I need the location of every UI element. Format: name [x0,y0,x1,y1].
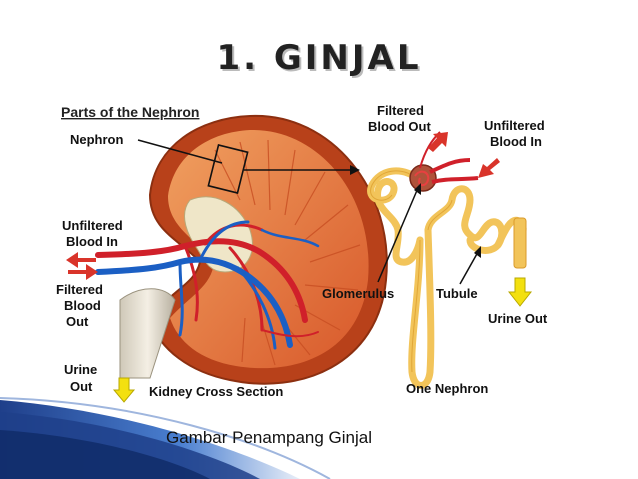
filtered-blood-out-arrow-icon [428,132,448,152]
decorative-swoosh [0,397,331,479]
unfiltered-blood-in-arrow-icon [478,158,500,178]
nephron-pointer-line [137,139,223,164]
label-unfiltered-left-1: Unfiltered [62,218,123,233]
label-unfiltered-left-2: Blood In [66,234,118,249]
label-urine-left-1: Urine [64,362,97,377]
label-unfiltered-right-1: Unfiltered [484,118,545,133]
label-tubule: Tubule [436,286,478,301]
label-unfiltered-right-2: Blood In [490,134,542,149]
nephron-illustration [367,131,527,389]
urine-out-arrow-left-icon [112,377,136,403]
urine-out-arrow-right-icon [507,277,533,307]
label-nephron: Nephron [70,132,124,147]
label-filtered-left-1: Filtered [56,282,103,297]
tubule-pointer-line [459,251,479,285]
diagram-heading: Parts of the Nephron [61,104,199,120]
blood-in-arrow-icon [68,264,98,280]
slide-title: 1. GINJAL [216,38,422,78]
label-filtered-left-3: Out [66,314,89,329]
slide-caption: Gambar Penampang Ginjal [166,428,373,447]
label-urine-left-2: Out [70,379,93,394]
blood-out-arrow-icon [66,252,96,268]
label-one-nephron: One Nephron [406,381,488,396]
label-kidney-cross-section: Kidney Cross Section [149,384,283,399]
label-filtered-right-1: Filtered [377,103,424,118]
label-filtered-right-2: Blood Out [368,119,431,134]
tubule-pointer-arrow-icon [474,246,481,258]
glomerulus-pointer-line [377,187,419,283]
label-glomerulus: Glomerulus [322,286,394,301]
glomerulus-pointer-arrow-icon [414,183,421,195]
zoom-pointer-arrow-icon [350,165,360,175]
kidney-cross-section [95,114,388,385]
label-filtered-left-2: Blood [64,298,101,313]
label-urine-out-right: Urine Out [488,311,548,326]
